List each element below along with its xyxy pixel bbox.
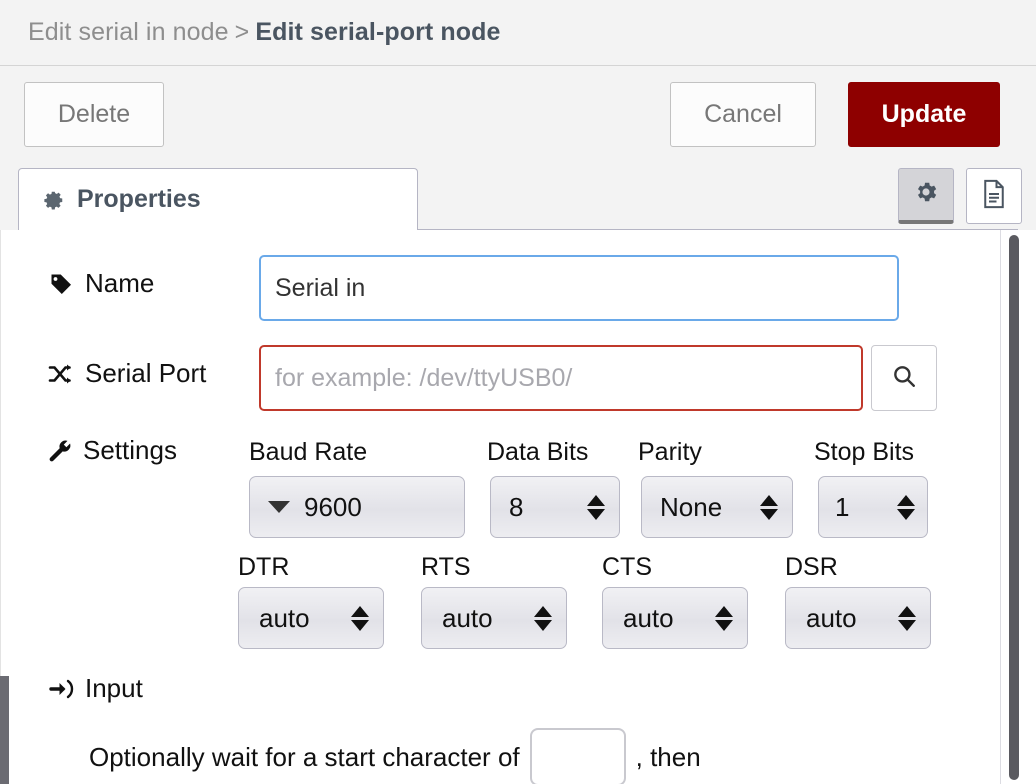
- breadcrumb-separator: >: [234, 18, 250, 46]
- serial-port-search-button[interactable]: [871, 345, 937, 411]
- breadcrumb-parent[interactable]: Edit serial in node: [28, 18, 229, 46]
- baud-rate-label: Baud Rate: [249, 438, 368, 466]
- spinner-icon[interactable]: [897, 494, 915, 520]
- dtr-label: DTR: [238, 553, 290, 581]
- shuffle-icon: [47, 361, 75, 387]
- tool-gear-button[interactable]: [898, 168, 954, 224]
- content-divider: [1000, 230, 1001, 784]
- properties-form: Name Serial Port: [0, 230, 1036, 784]
- serial-port-label-text: Serial Port: [85, 358, 207, 388]
- tag-icon: [47, 271, 75, 297]
- cts-select[interactable]: auto: [602, 587, 748, 649]
- tab-strip: Properties: [0, 162, 1036, 230]
- parity-label: Parity: [638, 438, 702, 466]
- sign-in-icon: [49, 678, 75, 700]
- settings-label: Settings: [47, 435, 177, 466]
- rts-select[interactable]: auto: [421, 587, 567, 649]
- tool-document-button[interactable]: [966, 168, 1022, 224]
- dtr-select[interactable]: auto: [238, 587, 384, 649]
- breadcrumb-current: Edit serial-port node: [255, 18, 501, 46]
- spinner-icon[interactable]: [587, 494, 605, 520]
- document-icon: [981, 179, 1007, 214]
- vertical-scrollbar-thumb[interactable]: [1009, 235, 1019, 780]
- spinner-icon[interactable]: [351, 605, 369, 631]
- stop-bits-value: 1: [835, 491, 850, 522]
- rts-label: RTS: [421, 553, 471, 581]
- start-character-text-before: Optionally wait for a start character of: [89, 741, 520, 772]
- stop-bits-label: Stop Bits: [814, 438, 915, 466]
- spinner-icon[interactable]: [534, 605, 552, 631]
- settings-label-text: Settings: [83, 435, 177, 465]
- stop-bits-select[interactable]: 1: [818, 476, 928, 538]
- breadcrumb: Edit serial in node>Edit serial-port nod…: [0, 18, 501, 47]
- chevron-down-icon: [268, 501, 290, 513]
- baud-rate-select[interactable]: 9600: [249, 476, 465, 538]
- update-button[interactable]: Update: [848, 82, 1000, 147]
- dialog-titlebar: Edit serial in node>Edit serial-port nod…: [0, 0, 1036, 66]
- dsr-value: auto: [806, 602, 857, 633]
- serial-port-input[interactable]: [259, 345, 863, 411]
- rts-value: auto: [442, 602, 493, 633]
- parity-select[interactable]: None: [641, 476, 793, 538]
- cancel-button[interactable]: Cancel: [670, 82, 816, 147]
- serial-port-label: Serial Port: [47, 358, 206, 389]
- input-section-label-text: Input: [85, 673, 143, 703]
- tab-properties[interactable]: Properties: [18, 168, 418, 230]
- data-bits-select[interactable]: 8: [490, 476, 620, 538]
- cts-label: CTS: [602, 553, 652, 581]
- tab-properties-label: Properties: [77, 185, 201, 213]
- start-character-input[interactable]: [529, 728, 626, 784]
- delete-button[interactable]: Delete: [24, 82, 164, 147]
- name-label-text: Name: [85, 268, 155, 298]
- search-icon: [891, 363, 917, 394]
- wrench-icon: [47, 438, 73, 464]
- data-bits-value: 8: [509, 491, 524, 522]
- name-input[interactable]: [259, 255, 899, 321]
- spinner-icon[interactable]: [715, 605, 733, 631]
- start-character-text-after: , then: [635, 741, 701, 772]
- name-label: Name: [47, 268, 154, 299]
- tab-strip-underline: [18, 229, 1018, 230]
- start-character-row: Optionally wait for a start character of…: [89, 728, 701, 784]
- spinner-icon[interactable]: [898, 605, 916, 631]
- baud-rate-value: 9600: [304, 491, 362, 522]
- gear-icon: [913, 179, 939, 210]
- dsr-select[interactable]: auto: [785, 587, 931, 649]
- input-section-label: Input: [49, 673, 143, 704]
- spinner-icon[interactable]: [760, 494, 778, 520]
- dtr-value: auto: [259, 602, 310, 633]
- dialog-button-bar: Delete Cancel Update: [0, 66, 1036, 162]
- parity-value: None: [660, 491, 723, 522]
- left-scroll-indicator[interactable]: [0, 676, 9, 784]
- cts-value: auto: [623, 602, 674, 633]
- gear-icon: [43, 189, 65, 211]
- dsr-label: DSR: [785, 553, 838, 581]
- data-bits-label: Data Bits: [487, 438, 589, 466]
